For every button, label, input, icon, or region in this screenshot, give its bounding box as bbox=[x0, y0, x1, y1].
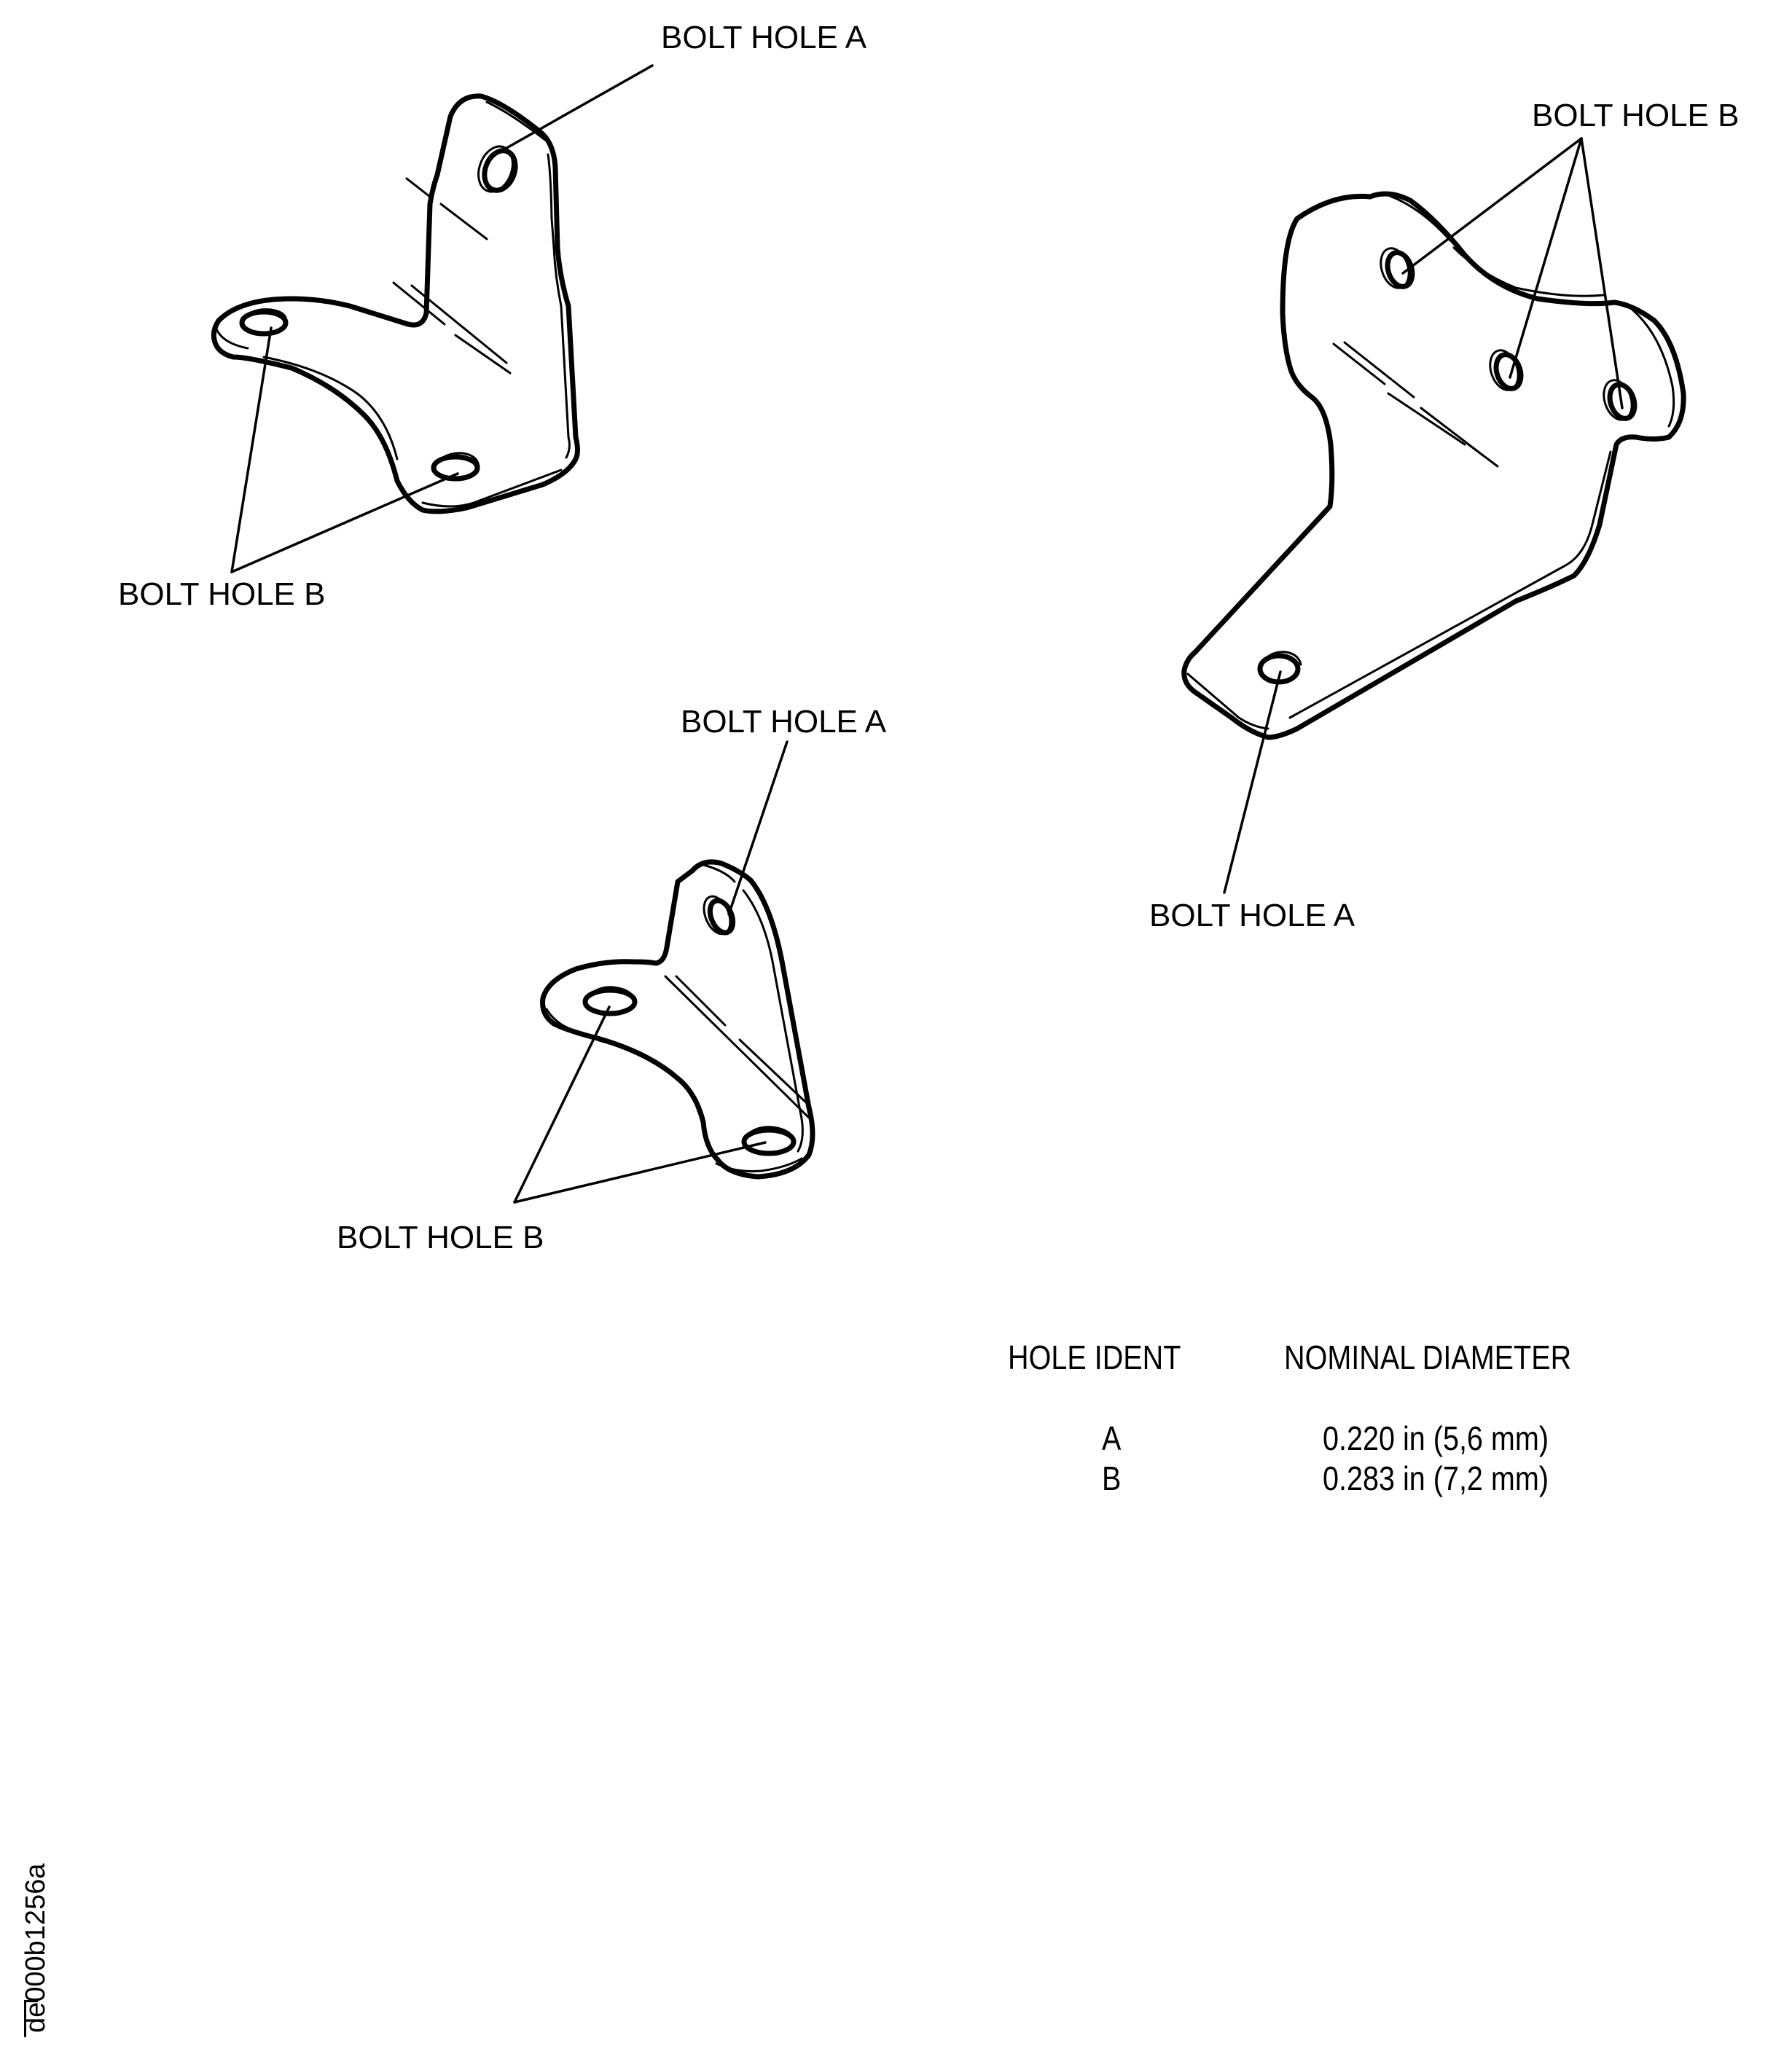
leader-m-b1 bbox=[513, 1005, 611, 1204]
label-bolt-hole-a-middle: BOLT HOLE A bbox=[681, 704, 887, 740]
right-bracket bbox=[1181, 191, 1686, 740]
table-header-hole-ident: HOLE IDENT bbox=[1008, 1338, 1181, 1376]
upper-left-bracket bbox=[211, 93, 580, 514]
label-bolt-hole-a-upper-left: BOLT HOLE A bbox=[661, 20, 867, 55]
leader-r-b1 bbox=[1401, 137, 1583, 275]
leader-ul-b2 bbox=[230, 472, 459, 573]
table-cell-ident: B bbox=[1102, 1459, 1122, 1497]
label-bolt-hole-a-right: BOLT HOLE A bbox=[1149, 898, 1355, 933]
table-header-nominal-diameter: NOMINAL DIAMETER bbox=[1284, 1338, 1572, 1376]
label-bolt-hole-b-upper-left: BOLT HOLE B bbox=[118, 576, 326, 612]
table-cell-ident: A bbox=[1102, 1419, 1122, 1457]
leader-r-a bbox=[1223, 670, 1282, 894]
middle-bracket bbox=[540, 859, 815, 1180]
label-bolt-hole-b-right: BOLT HOLE B bbox=[1532, 98, 1740, 133]
leader-m-a bbox=[727, 740, 789, 916]
figure-id: de000b1256a bbox=[20, 1863, 51, 2033]
leader-ul-b1 bbox=[230, 326, 273, 573]
leader-r-b3 bbox=[1580, 137, 1624, 409]
leader-m-b2 bbox=[513, 1141, 767, 1204]
leader-r-b2 bbox=[1509, 137, 1583, 379]
label-bolt-hole-b-middle: BOLT HOLE B bbox=[337, 1220, 544, 1255]
table-cell-diameter: 0.283 in (7,2 mm) bbox=[1323, 1459, 1549, 1497]
table-cell-diameter: 0.220 in (5,6 mm) bbox=[1323, 1419, 1549, 1457]
figure-id-corner-mark bbox=[24, 2000, 38, 2037]
leader-ul-a bbox=[496, 64, 654, 154]
